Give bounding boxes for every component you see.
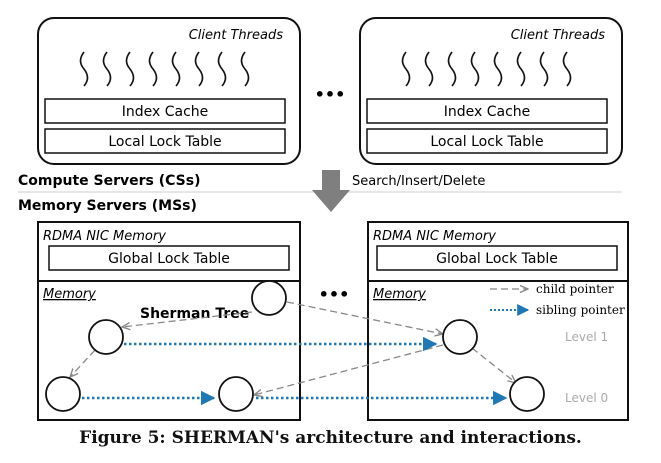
index-cache-box (366, 98, 608, 124)
down-arrow (312, 170, 350, 212)
level-0-label: Level 0 (565, 391, 608, 405)
rdma-nic-memory-label: RDMA NIC Memory (43, 229, 166, 244)
global-lock-table-box (48, 245, 290, 271)
memory-label: Memory (373, 287, 426, 302)
global-lock-table-box (376, 245, 618, 271)
sherman-architecture-diagram: Client Threads Index Cache Local Lock Ta… (18, 17, 629, 421)
client-threads-label: Client Threads (511, 28, 606, 43)
memory-servers-ellipsis: ••• (319, 285, 350, 304)
memory-label: Memory (43, 287, 96, 302)
figure-caption: Figure 5: SHERMAN's architecture and int… (79, 428, 582, 448)
index-cache-box (44, 98, 286, 124)
child-pointer (286, 301, 443, 334)
tree-node-level0 (218, 376, 254, 412)
child-pointer-legend-label: child pointer (536, 282, 614, 296)
child-pointer (70, 349, 96, 377)
tree-node-level1 (88, 319, 124, 355)
child-pointer (471, 347, 516, 383)
memory-server-2: RDMA NIC Memory Global Lock Table Memory (367, 221, 629, 421)
local-lock-table-label: Local Lock Table (430, 134, 543, 150)
sibling-pointers (82, 336, 508, 406)
client-thread-squiggles (401, 51, 572, 87)
compute-server-2: Client Threads Index Cache Local Lock Ta… (359, 17, 623, 165)
tree-node-level0 (45, 376, 81, 412)
index-cache-label: Index Cache (122, 104, 209, 120)
local-lock-table-box (366, 128, 608, 154)
tree-nodes (45, 280, 545, 412)
client-threads-label: Client Threads (189, 28, 284, 43)
local-lock-table-box (44, 128, 286, 154)
tree-node-root (251, 280, 287, 316)
memory-servers-label: Memory Servers (MSs) (18, 198, 197, 214)
rdma-nic-memory-label: RDMA NIC Memory (373, 229, 496, 244)
global-lock-table-label: Global Lock Table (436, 251, 558, 267)
level-1-label: Level 1 (565, 330, 608, 344)
sherman-tree-label: Sherman Tree (140, 306, 249, 322)
global-lock-table-label: Global Lock Table (108, 251, 230, 267)
client-thread-squiggles (79, 51, 250, 87)
sibling-pointer-legend-label: sibling pointer (536, 303, 625, 317)
index-cache-label: Index Cache (444, 104, 531, 120)
child-pointers (70, 301, 516, 395)
legend: child pointer sibling pointer (490, 282, 625, 317)
operations-label: Search/Insert/Delete (352, 174, 485, 189)
compute-servers-label: Compute Servers (CSs) (18, 173, 201, 189)
local-lock-table-label: Local Lock Table (108, 134, 221, 150)
compute-server-1: Client Threads Index Cache Local Lock Ta… (37, 17, 301, 165)
tree-node-level1 (442, 319, 478, 355)
tree-node-level0 (509, 376, 545, 412)
compute-servers-ellipsis: ••• (315, 85, 346, 104)
